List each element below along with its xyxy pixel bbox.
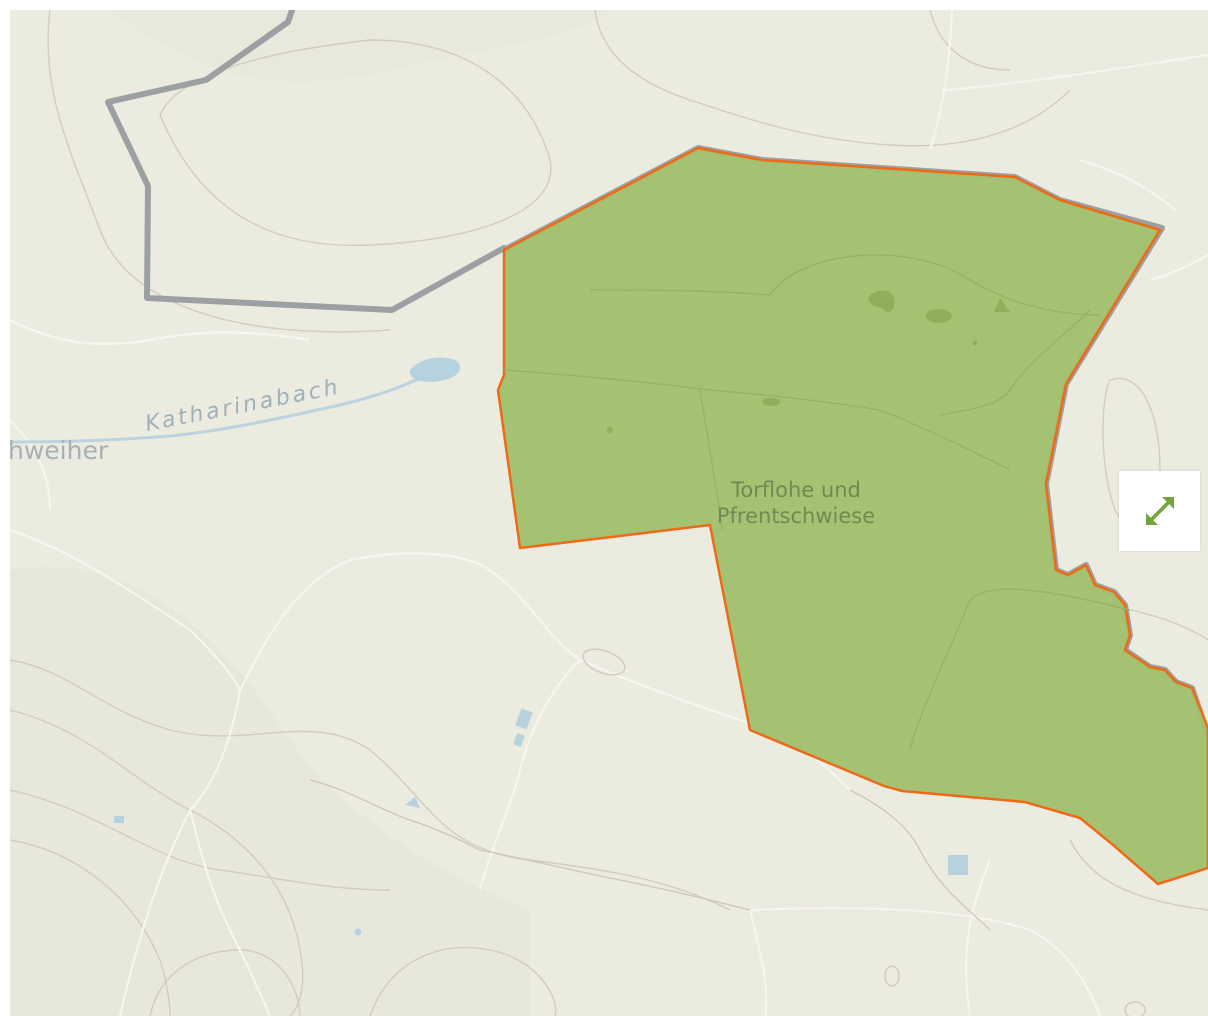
map-canvas[interactable] bbox=[10, 10, 1208, 1016]
pond bbox=[114, 816, 124, 823]
water-features bbox=[10, 357, 1146, 1016]
pond bbox=[948, 855, 968, 875]
pond bbox=[409, 357, 461, 382]
pond bbox=[515, 708, 533, 730]
protected-area-polygon[interactable] bbox=[496, 146, 1208, 886]
area-ponds bbox=[607, 290, 1010, 433]
path-network bbox=[10, 10, 1208, 1016]
pond bbox=[405, 797, 420, 808]
pond bbox=[1124, 1001, 1146, 1016]
terrain-shading bbox=[10, 566, 530, 1016]
expand-arrows-icon bbox=[1145, 497, 1174, 525]
map-view[interactable]: Torflohe und Pfrentschwiese Katharinabac… bbox=[10, 10, 1208, 1016]
pond bbox=[354, 928, 362, 936]
katharinabach-stream bbox=[10, 376, 421, 444]
pond-label: hweiher bbox=[10, 436, 109, 465]
area-details bbox=[503, 254, 1131, 751]
pond bbox=[884, 965, 900, 987]
forest-tracks bbox=[309, 779, 991, 931]
pond bbox=[513, 732, 525, 748]
terrain-shading bbox=[110, 10, 610, 82]
pond bbox=[582, 648, 626, 676]
fullscreen-button[interactable] bbox=[1119, 471, 1200, 551]
